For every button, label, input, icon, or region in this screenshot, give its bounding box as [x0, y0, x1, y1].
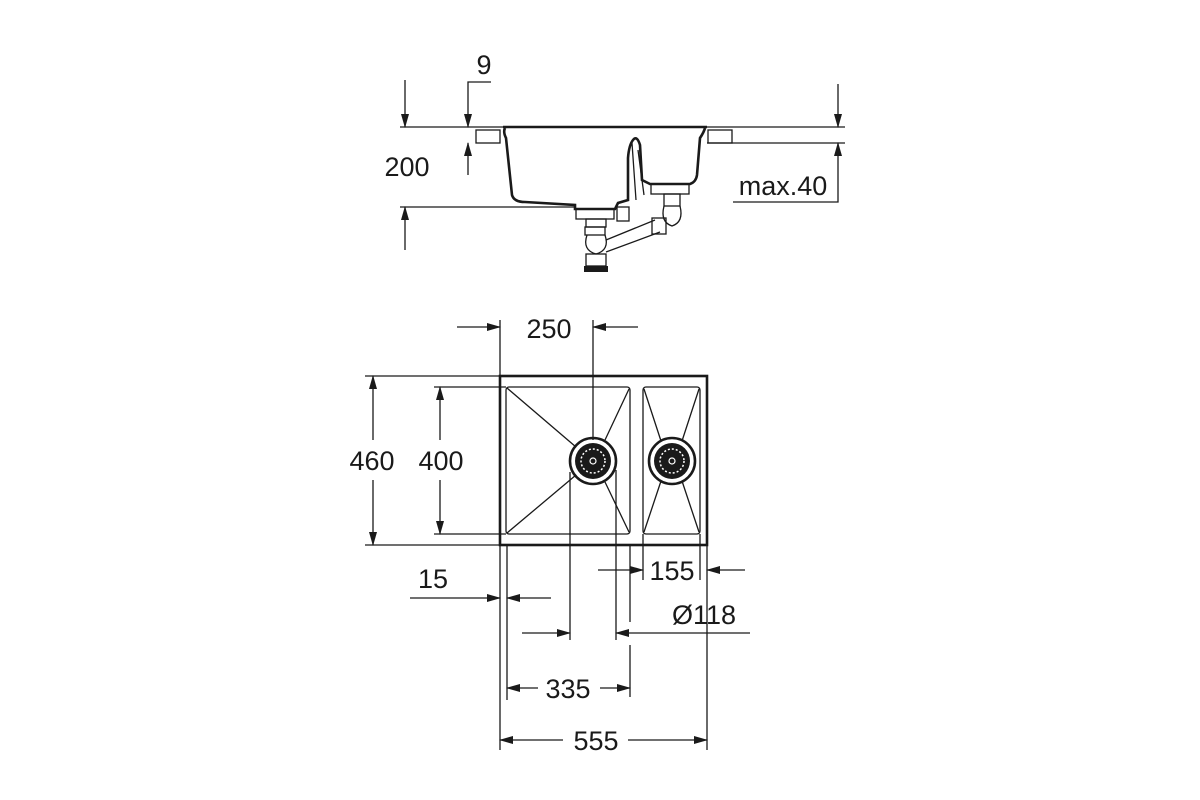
small-bowl-slope-lines	[643, 388, 700, 533]
dimension-arrow-9-top	[464, 81, 491, 128]
secondary-trap	[662, 205, 682, 227]
side-elevation-view: 200 9 max.40	[384, 50, 845, 272]
dimension-label-155: 155	[649, 556, 694, 586]
small-drain-icon	[647, 436, 697, 486]
sink-bowl-profile	[502, 127, 707, 211]
dimension-label-335: 335	[545, 674, 590, 704]
connecting-hose	[605, 219, 661, 253]
dimension-label-400: 400	[418, 446, 463, 476]
dimension-label-250: 250	[526, 314, 571, 344]
outlet-pipe	[585, 253, 607, 267]
main-drain-icon	[568, 436, 618, 486]
countertop-hatch-left	[475, 129, 501, 144]
main-drain	[575, 208, 615, 220]
dimension-label-diameter-118: Ø118	[672, 600, 736, 630]
dimension-label-9: 9	[476, 50, 491, 80]
dimension-arrow-max40-bottom	[733, 142, 842, 203]
small-bowl	[642, 386, 701, 535]
main-trap	[585, 234, 607, 255]
trap-collar	[584, 226, 606, 236]
dimension-label-15: 15	[418, 564, 448, 594]
dimension-label-max40: max.40	[739, 171, 828, 201]
outlet-nut	[584, 266, 608, 272]
plan-view: 250 460 400 15 155 Ø118 335 555	[349, 314, 750, 756]
dimension-label-460: 460	[349, 446, 394, 476]
dimension-label-555: 555	[573, 726, 618, 756]
drain-nut	[585, 218, 607, 228]
dimension-label-200: 200	[384, 152, 429, 182]
main-bowl	[505, 386, 631, 535]
main-bowl-slope-lines	[506, 387, 630, 534]
drain-nut-2	[663, 193, 681, 207]
countertop-hatch-right	[707, 129, 733, 144]
secondary-drain	[650, 183, 690, 195]
overflow-pipe	[631, 142, 645, 201]
hose-connector	[651, 217, 667, 235]
overflow-connector	[616, 206, 630, 222]
